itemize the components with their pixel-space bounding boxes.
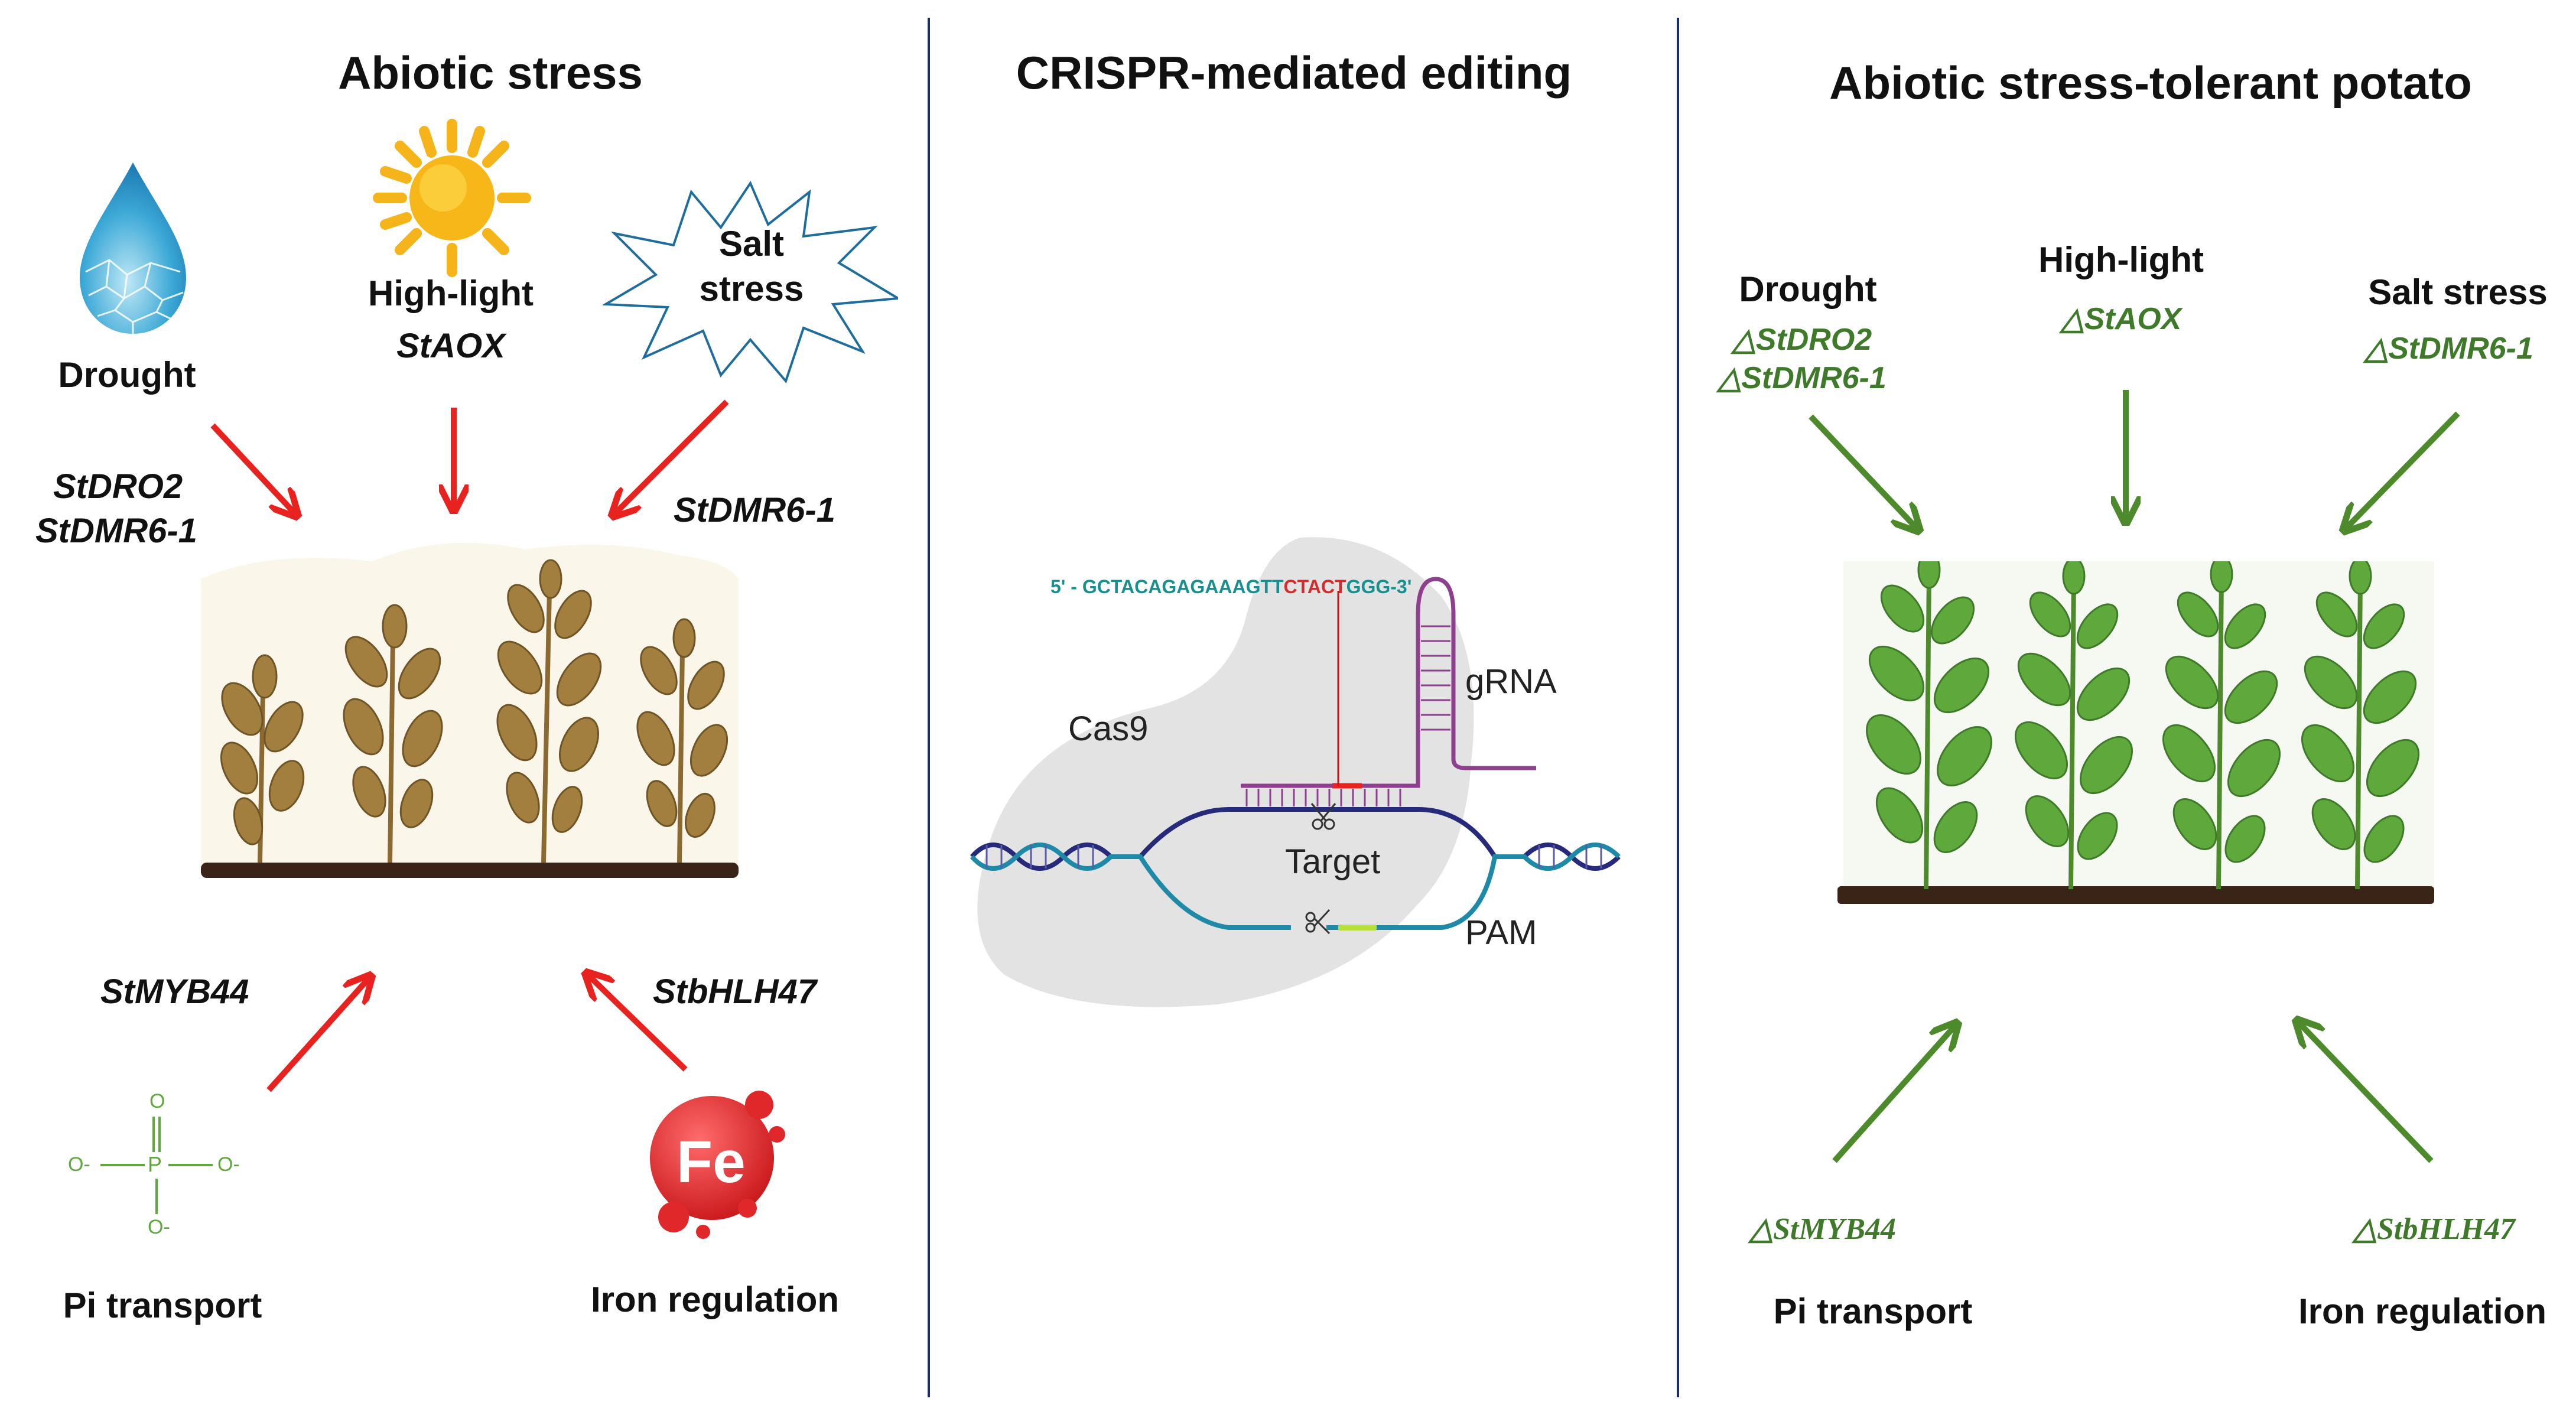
left-salt-gene: StDMR6-1: [674, 491, 835, 529]
left-panel-title: Abiotic stress: [338, 47, 643, 99]
right-pi-gene: △StMYB44: [1749, 1212, 1897, 1246]
cas9-blob: [977, 537, 1474, 1007]
green-arrow-drought: [1809, 414, 1917, 529]
right-drought-label: Drought: [1739, 269, 1877, 309]
left-pi-label: Pi transport: [63, 1286, 262, 1325]
left-highlight-gene: StAOX: [396, 327, 505, 365]
red-arrow-iron: [588, 975, 688, 1072]
red-arrow-pi: [266, 978, 369, 1092]
iron-symbol: Fe: [676, 1129, 746, 1195]
pam-label: PAM: [1465, 913, 1537, 952]
middle-panel-title: CRISPR-mediated editing: [1016, 47, 1572, 99]
divider-left: [928, 18, 930, 1397]
withered-potato-plants: [201, 542, 739, 878]
grna-hairpin: [1241, 577, 1536, 788]
iron-icon: Fe: [626, 1069, 798, 1241]
water-drop-icon: [80, 162, 186, 334]
left-drought-label: Drought: [58, 355, 196, 395]
divider-right: [1677, 18, 1679, 1397]
red-arrow-drought: [210, 423, 295, 514]
healthy-potato-plants: [1837, 561, 2434, 904]
phosphate-o-top: O: [149, 1090, 165, 1113]
green-arrow-salt: [2346, 411, 2460, 529]
left-iron-gene: StbHLH47: [653, 972, 817, 1011]
left-highlight-label: High-light: [368, 274, 534, 313]
right-pi-label: Pi transport: [1773, 1292, 1973, 1331]
right-highlight-label: High-light: [2038, 240, 2204, 279]
left-salt-label: Salt stress: [699, 224, 804, 308]
phosphate-o-right: O-: [217, 1153, 240, 1176]
right-iron-label: Iron regulation: [2298, 1292, 2546, 1331]
phosphate-o-bottom: O-: [148, 1216, 170, 1238]
phosphate-icon: P O O- O- O-: [65, 1081, 260, 1247]
phosphate-o-left: O-: [68, 1153, 90, 1176]
left-drought-gene-1: StDRO2: [53, 467, 183, 506]
right-drought-gene-2: △StDMR6-1: [1718, 361, 1887, 395]
left-arrows-top: [210, 399, 729, 1092]
right-arrows: [1809, 390, 2460, 1163]
salt-burst-icon: [603, 180, 898, 383]
left-pi-gene: StMYB44: [100, 972, 249, 1011]
right-salt-gene: △StDMR6-1: [2364, 331, 2533, 366]
cas9-diagram: [970, 537, 1621, 1007]
green-arrow-iron: [2298, 1022, 2434, 1163]
right-panel-title: Abiotic stress-tolerant potato: [1829, 57, 2472, 109]
sun-icon: [373, 119, 531, 277]
red-arrow-salt: [614, 399, 729, 514]
right-drought-gene-1: △StDRO2: [1732, 323, 1872, 357]
scissors-icon: [1310, 803, 1336, 830]
right-highlight-gene: △StAOX: [2060, 302, 2182, 336]
right-iron-gene: △StbHLH47: [2353, 1212, 2516, 1246]
left-drought-gene-2: StDMR6-1: [35, 512, 197, 550]
left-iron-label: Iron regulation: [591, 1280, 839, 1319]
target-label: Target: [1285, 843, 1381, 881]
seq-highlight: CTACT: [1283, 576, 1346, 597]
right-salt-label: Salt stress: [2368, 272, 2548, 312]
seq-prefix: 5' - GCTACAGAGAAAGTT: [1050, 576, 1284, 597]
cas9-label: Cas9: [1068, 710, 1149, 748]
target-sequence: 5' - GCTACAGAGAAAGTTCTACTGGG-3': [1050, 576, 1411, 598]
green-arrow-pi: [1832, 1025, 1956, 1163]
phosphate-p: P: [148, 1152, 162, 1176]
seq-suffix: GGG-3': [1346, 576, 1412, 597]
grna-label: gRNA: [1465, 662, 1557, 701]
